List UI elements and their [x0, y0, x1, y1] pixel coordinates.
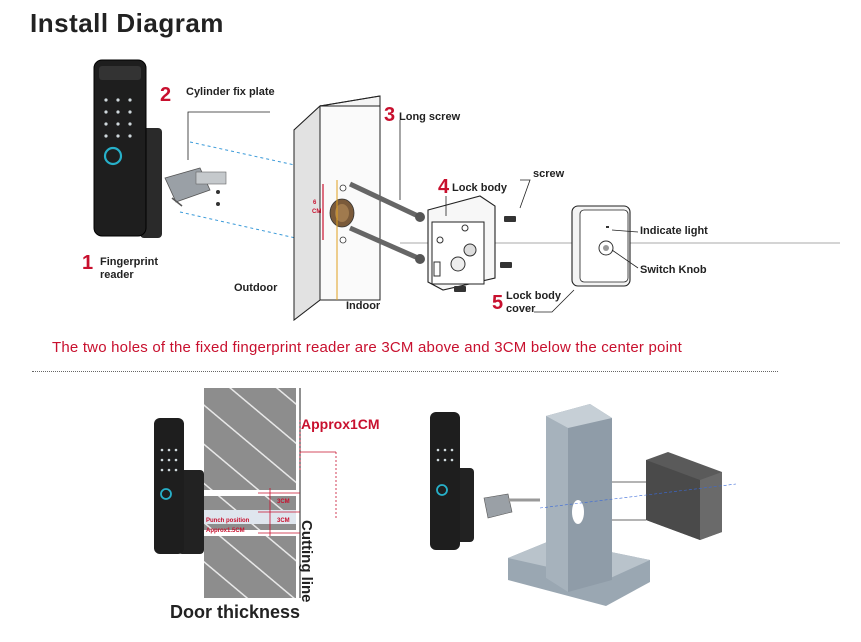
fingerprint-reader-bottom	[154, 418, 204, 554]
cutting-guides	[258, 420, 337, 536]
fingerprint-reader-3d	[430, 412, 540, 550]
lock-body-3d	[646, 452, 722, 540]
cm-lower-label: 3CM	[277, 518, 290, 524]
step-1-label-line2: reader	[100, 269, 134, 281]
step-1-label-line1: Fingerprint	[100, 256, 159, 268]
indoor-label: Indoor	[346, 300, 381, 312]
lock-body-cover	[571, 205, 631, 287]
instruction-note: The two holes of the fixed fingerprint r…	[52, 339, 683, 356]
step-4-number: 4	[438, 176, 450, 198]
approx-1-5cm-label: Approx1.5CM	[206, 528, 245, 534]
dimension-cm: CM	[312, 209, 322, 215]
step-1-label: Fingerprint reader	[100, 256, 158, 282]
cutting-line-label: Cutting line	[298, 520, 315, 603]
cm-upper-label: 3CM	[277, 499, 290, 505]
step-2-number: 2	[160, 84, 172, 106]
screws-3d	[539, 481, 737, 521]
step-3-number: 3	[384, 104, 396, 126]
fingerprint-reader-top	[93, 59, 162, 238]
step-4-label: Lock body	[452, 182, 508, 194]
cylinder-fix-plate	[164, 167, 227, 207]
dimension-6: 6	[313, 200, 317, 206]
step-5-label-line2: cover	[506, 303, 536, 315]
step-2-label: Cylinder fix plate	[186, 86, 275, 98]
alignment-guides	[179, 141, 840, 249]
lock-body	[427, 195, 496, 291]
door-slab-top	[293, 95, 381, 322]
page-title: Install Diagram	[30, 8, 224, 38]
approx-1cm-label: Approx1CM	[301, 416, 380, 432]
step-5-number: 5	[492, 292, 504, 314]
step-1-number: 1	[82, 252, 94, 274]
small-screws	[454, 216, 516, 292]
indicate-light-label: Indicate light	[640, 225, 708, 237]
step-3-label: Long screw	[399, 111, 461, 123]
door-3d-model	[508, 404, 650, 606]
step-5-label-line1: Lock body	[506, 290, 562, 302]
outdoor-label: Outdoor	[234, 282, 278, 294]
long-screws	[348, 181, 425, 264]
door-thickness-label: Door thickness	[170, 602, 301, 622]
screw-label: screw	[533, 168, 565, 180]
switch-knob-label: Switch Knob	[640, 264, 707, 276]
section-divider	[32, 371, 778, 372]
step-5-label: Lock body cover	[506, 290, 561, 316]
punch-position-label: Punch position	[206, 518, 250, 524]
